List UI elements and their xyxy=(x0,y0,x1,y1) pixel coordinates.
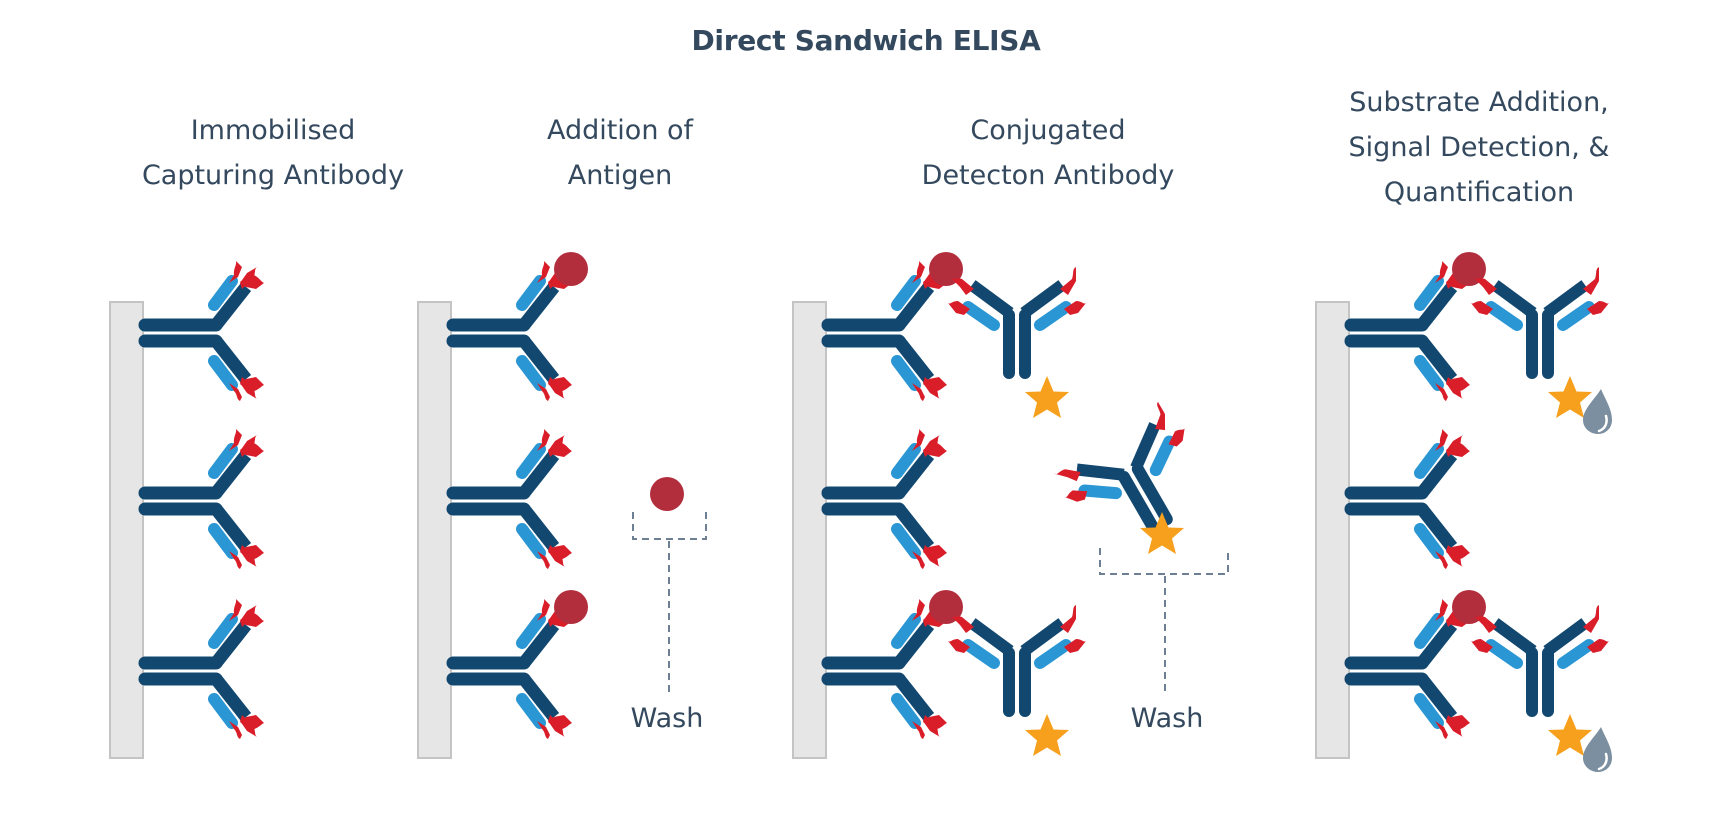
detection-antibody-icon xyxy=(948,267,1086,373)
step-2-heading: Addition of Antigen xyxy=(547,108,693,198)
step-4-heading-line: Quantification xyxy=(1383,177,1575,208)
capture-antibody-icon xyxy=(145,429,264,569)
unbound-antigen-icon xyxy=(650,477,684,511)
diagram-layer xyxy=(109,252,1612,774)
step-4-panel xyxy=(1315,252,1612,774)
wash-bracket-step-3 xyxy=(1047,397,1229,695)
wash-bracket xyxy=(1099,548,1229,575)
antigen-icon xyxy=(929,590,963,624)
wash-label-step-3: Wash xyxy=(1130,703,1204,734)
capture-antibody-icon xyxy=(453,261,572,401)
capture-antibody-icon xyxy=(453,599,572,739)
step-3-heading-line: Detecton Antibody xyxy=(921,160,1175,191)
enzyme-star-icon xyxy=(1025,714,1069,756)
step-1-heading-line: Immobilised xyxy=(190,115,356,146)
capture-antibody-icon xyxy=(145,599,264,739)
capture-antibody-icon xyxy=(828,599,947,739)
step-1-heading: Immobilised Capturing Antibody xyxy=(142,108,404,198)
wash-label-step-2: Wash xyxy=(630,703,704,734)
capture-antibody-icon xyxy=(453,429,572,569)
step-2-heading-line: Addition of xyxy=(546,115,694,146)
detection-antibody-icon xyxy=(948,605,1086,711)
step-4-heading-line: Signal Detection, & xyxy=(1348,132,1610,163)
enzyme-star-icon xyxy=(1025,376,1069,418)
wash-bracket xyxy=(632,512,707,540)
antigen-icon xyxy=(554,252,588,286)
antigen-icon xyxy=(1452,590,1486,624)
step-3-heading: Conjugated Detecton Antibody xyxy=(922,108,1175,198)
capture-antibody-icon xyxy=(1351,599,1470,739)
microplate-well-surface xyxy=(792,301,827,759)
step-4-heading-line: Substrate Addition, xyxy=(1349,87,1609,118)
detection-antibody-icon xyxy=(1471,605,1609,711)
step-3-panel xyxy=(792,252,1086,759)
step-3-heading-line: Conjugated xyxy=(970,115,1126,146)
unbound-detection-antibody-icon xyxy=(1047,397,1220,558)
step-2-panel xyxy=(417,252,588,759)
microplate-well-surface xyxy=(1315,301,1350,759)
microplate-well-surface xyxy=(417,301,452,759)
microplate-well-surface xyxy=(109,301,144,759)
step-2-heading-line: Antigen xyxy=(567,160,673,191)
step-1-heading-line: Capturing Antibody xyxy=(141,160,405,191)
step-4-heading: Substrate Addition, Signal Detection, & … xyxy=(1349,80,1610,215)
diagram-title: Direct Sandwich ELISA xyxy=(691,24,1041,57)
antigen-icon xyxy=(554,590,588,624)
capture-antibody-icon xyxy=(1351,429,1470,569)
capture-antibody-icon xyxy=(145,261,264,401)
step-1-panel xyxy=(109,261,264,759)
detection-antibody-icon xyxy=(1471,267,1609,373)
antigen-icon xyxy=(929,252,963,286)
capture-antibody-icon xyxy=(1351,261,1470,401)
capture-antibody-icon xyxy=(828,429,947,569)
wash-bracket-step-2 xyxy=(632,477,707,695)
capture-antibody-icon xyxy=(828,261,947,401)
antigen-icon xyxy=(1452,252,1486,286)
